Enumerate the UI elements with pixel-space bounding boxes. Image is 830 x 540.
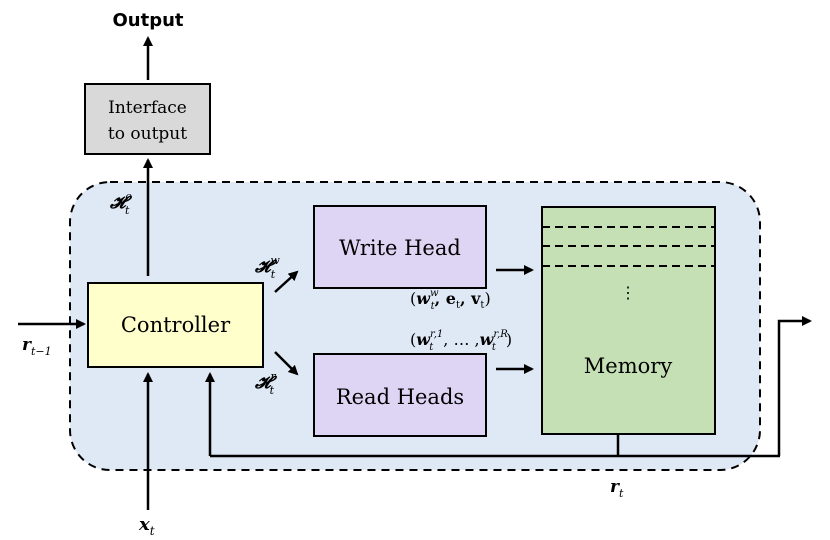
controller-label: Controller xyxy=(121,313,231,337)
controller-box xyxy=(87,282,264,368)
read-output-arrow xyxy=(777,316,812,456)
read-heads-label: Read Heads xyxy=(336,385,464,409)
memory-ellipsis: ⋮ xyxy=(620,283,636,302)
read-heads-box xyxy=(313,353,487,437)
interface-label-line1: Interface xyxy=(108,98,187,118)
read-vector-label: rt xyxy=(610,477,624,500)
controller-to-write-head-arrow xyxy=(274,270,299,293)
output-label: Output xyxy=(112,10,183,31)
interface-label-line2: to output xyxy=(108,124,187,144)
memory-box xyxy=(541,206,716,435)
previous-read-label: rt−1 xyxy=(22,335,52,358)
write-head-label: Write Head xyxy=(339,236,461,260)
controller-to-read-heads-arrow xyxy=(274,351,299,376)
interface-to-output-box xyxy=(84,83,211,155)
write-head-box xyxy=(313,205,487,289)
memory-label: Memory xyxy=(584,354,673,378)
input-x-label: xt xyxy=(138,514,155,538)
